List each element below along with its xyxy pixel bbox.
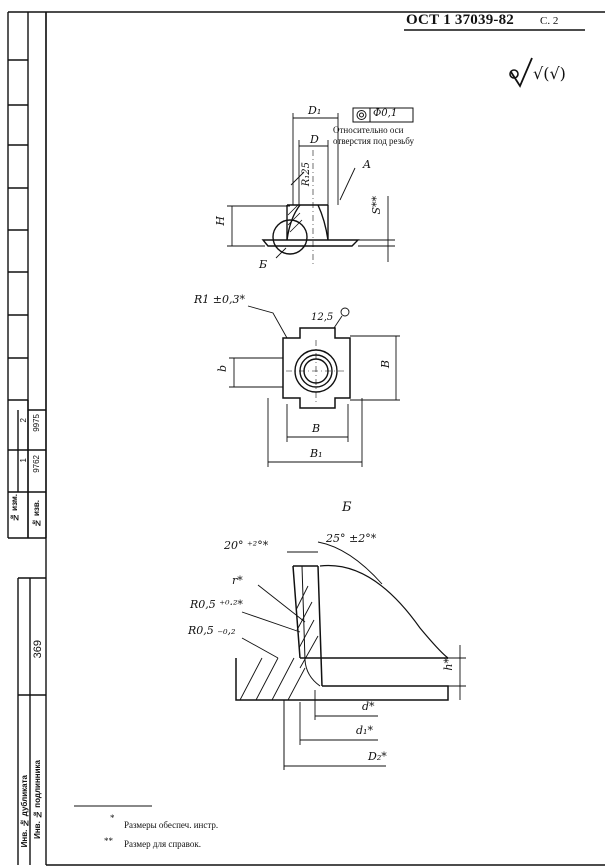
angle-20: 20° ⁺²°* [224, 539, 269, 552]
footnote-2-mark: ** [104, 836, 113, 846]
radius-R05-plus: R0,5 ⁺⁰·²* [190, 598, 243, 611]
dim-h: h* [442, 658, 455, 671]
dim-D: D [310, 133, 319, 146]
dim-b: b [216, 365, 229, 373]
tolerance-note-1: Относительно оси [333, 125, 404, 135]
angle-25: 25° ±2°* [326, 532, 377, 545]
standard-number: ОСТ 1 37039-82 [406, 12, 514, 28]
dim-H: H [214, 216, 227, 226]
view-detail [235, 541, 466, 770]
view-plan [229, 305, 400, 467]
stamp-inv-label: Инв. № подлинника [33, 760, 42, 839]
roughness-12-5: 12,5 [311, 312, 334, 323]
dim-B1: B₁ [310, 447, 323, 460]
side-stamp-grid [7, 11, 47, 865]
leader-B: Б [259, 258, 268, 271]
stamp-doc-label: № изв. [32, 500, 41, 528]
tolerance-note-2: отверстия под резьбу [333, 136, 415, 146]
roughness-check-icon [510, 57, 533, 88]
detail-title: Б [342, 500, 352, 515]
leader-A: A [363, 158, 371, 171]
dim-D1: D₁ [308, 104, 322, 117]
dim-B-vertical: B [379, 360, 392, 369]
dim-d: d* [362, 700, 375, 713]
footnote-2-text: Размер для справок. [124, 839, 201, 849]
stamp-rev-2: 2 [19, 418, 28, 423]
footnote-1-mark: * [110, 813, 115, 823]
dim-B-horizontal: B [312, 422, 321, 435]
dim-S: S** [370, 196, 383, 215]
stamp-doc-2: 9975 [32, 414, 41, 432]
radius-R1: R1 ±0,3* [194, 293, 245, 306]
stamp-dup-label: Инв. № дубликата [20, 775, 29, 848]
tolerance-value: Ф0,1 [373, 108, 398, 119]
stamp-change-label: № изм. [10, 494, 19, 523]
dim-d1: d₁* [356, 724, 373, 737]
page-number: С. 2 [540, 15, 559, 27]
roughness-symbol: √(√) [533, 64, 566, 83]
radius-label: R₁25 [301, 162, 312, 187]
radius-R05-minus: R0,5 ₋₀,₂ [188, 624, 236, 637]
stamp-inv-value: 369 [32, 640, 44, 659]
stamp-rev-1: 1 [19, 458, 28, 463]
dim-D2: D₂* [368, 750, 387, 763]
radius-r: r* [232, 574, 243, 587]
frame-border [45, 11, 605, 866]
view-side-section [227, 107, 414, 265]
footnote-1-text: Размеры обеспеч. инстр. [124, 820, 219, 830]
stamp-doc-1: 9762 [32, 455, 41, 473]
